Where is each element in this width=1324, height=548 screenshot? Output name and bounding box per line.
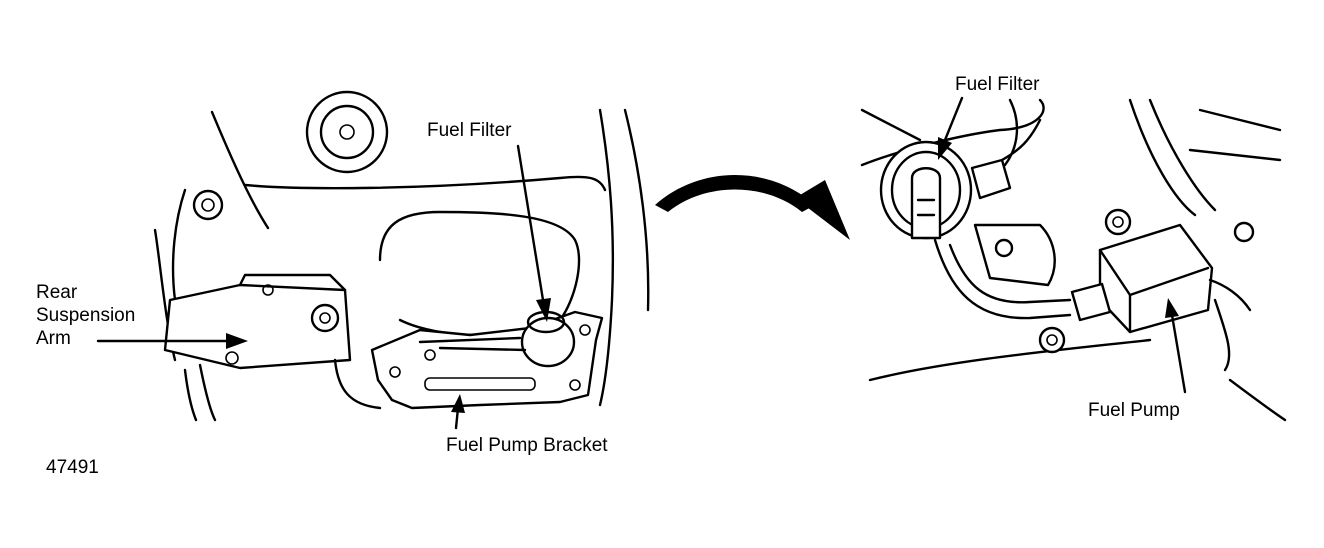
- label-fuel-pump: Fuel Pump: [1088, 400, 1180, 421]
- arrowhead-fuel-pump-bracket: [451, 394, 465, 413]
- arrowhead-fuel-pump: [1165, 298, 1179, 318]
- curved-transition-arrow: [655, 175, 850, 240]
- label-arm: Arm: [36, 328, 71, 349]
- label-left-fuel-filter: Fuel Filter: [427, 120, 512, 141]
- left-view-illustration: [153, 90, 650, 422]
- label-rear: Rear: [36, 282, 78, 303]
- arrowhead-right-fuel-filter: [938, 137, 952, 160]
- callout-leaders: [96, 96, 1187, 430]
- leader-fuel-pump: [1170, 313, 1187, 394]
- leader-left-fuel-filter: [516, 144, 545, 302]
- figure-id: 47491: [46, 457, 99, 478]
- right-view-illustration: [860, 98, 1287, 422]
- arrowhead-rear-suspension-arm: [226, 333, 248, 349]
- label-fuel-pump-bracket: Fuel Pump Bracket: [446, 435, 608, 456]
- label-suspension: Suspension: [36, 305, 136, 326]
- arrowhead-left-fuel-filter: [536, 298, 551, 322]
- label-right-fuel-filter: Fuel Filter: [955, 74, 1040, 95]
- leader-right-fuel-filter: [943, 96, 964, 142]
